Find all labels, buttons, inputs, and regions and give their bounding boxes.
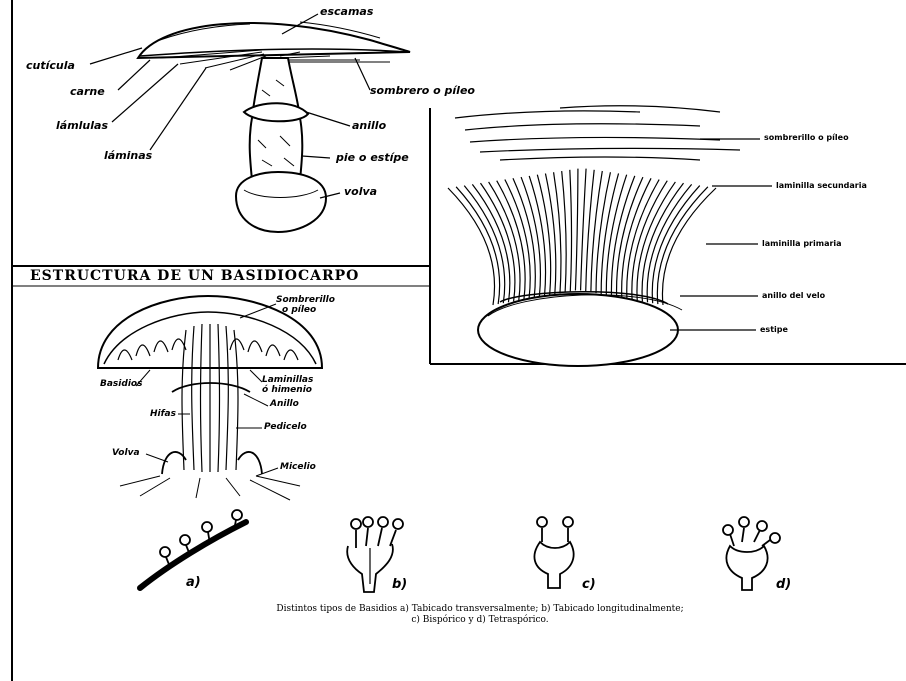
label-micelio: Micelio: [280, 463, 316, 472]
basidium-label-a: a): [186, 576, 201, 589]
label-anillo-velo: anillo del velo: [762, 292, 825, 300]
basidiocarp-title: ESTRUCTURA DE UN BASIDIOCARPO: [30, 268, 359, 284]
basidia-caption: Distintos tipos de Basidios a) Tabicado …: [120, 604, 840, 626]
label-laminilla-secundaria: laminilla secundaria: [776, 182, 867, 190]
label-o-pileo: o píleo: [282, 306, 316, 315]
caption-line-1: Distintos tipos de Basidios a) Tabicado …: [120, 604, 840, 615]
label-escamas: escamas: [320, 6, 373, 17]
label-cuticula: cutícula: [26, 60, 75, 71]
label-sombrero: sombrero o píleo: [370, 85, 475, 96]
label-volva-basidiocarpo: Volva: [112, 449, 140, 458]
label-sombrerillo-pileo: sombrerillo o píleo: [764, 134, 849, 142]
label-o-himenio: ó himenio: [262, 386, 312, 395]
label-anillo: anillo: [352, 120, 386, 131]
label-laminilla-primaria: laminilla primaria: [762, 240, 842, 248]
basidium-label-b: b): [392, 578, 407, 591]
basidia-illustrations: [140, 510, 780, 592]
label-pie: pie o estípe: [336, 152, 409, 163]
label-pedicelo: Pedicelo: [264, 423, 307, 432]
label-laminulas: lámlulas: [56, 120, 108, 131]
label-volva: volva: [344, 186, 377, 197]
label-sombrerillo: Sombrerillo: [276, 296, 335, 305]
basidium-label-d: d): [776, 578, 791, 591]
basidium-label-c: c): [582, 578, 596, 591]
label-hifas: Hifas: [150, 410, 176, 419]
label-estipe: estipe: [760, 326, 788, 334]
label-carne: carne: [70, 86, 105, 97]
label-laminas: láminas: [104, 150, 152, 161]
label-anillo-basidiocarpo: Anillo: [270, 400, 299, 409]
caption-line-2: c) Bispórico y d) Tetraspórico.: [120, 615, 840, 626]
label-laminillas: Laminillas: [262, 376, 313, 385]
label-basidios: Basidios: [100, 380, 142, 389]
